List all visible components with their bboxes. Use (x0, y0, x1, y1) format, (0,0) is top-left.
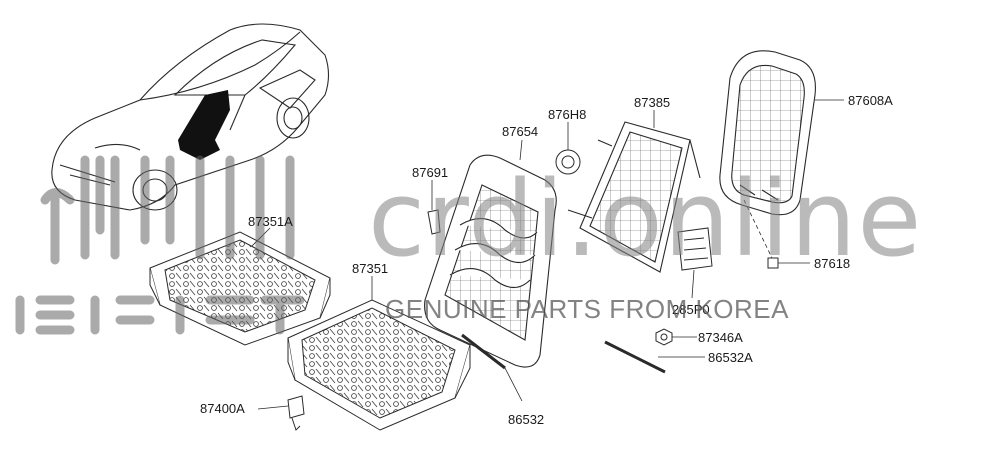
car-illustration (51, 23, 330, 211)
label-87618: 87618 (814, 256, 851, 271)
leader-lines (251, 99, 844, 410)
knob-876h8 (555, 149, 581, 175)
rod-86532 (461, 333, 506, 370)
seat-track-87351a (149, 231, 331, 346)
label-87351: 87351 (352, 261, 389, 276)
label-876h8: 876H8 (548, 107, 587, 122)
module-285p0 (677, 227, 713, 271)
label-86532a: 86532A (708, 350, 753, 365)
label-87351a: 87351A (248, 214, 293, 229)
label-87608a: 87608A (848, 93, 893, 108)
label-87654: 87654 (502, 124, 539, 139)
highlighted-seat (178, 90, 230, 160)
label-87400a: 87400A (200, 401, 245, 416)
label-86532: 86532 (508, 412, 545, 427)
back-cover-87608a (719, 50, 816, 216)
seat-track-87351 (287, 299, 471, 431)
label-87691: 87691 (412, 165, 449, 180)
label-87346a: 87346A (698, 330, 743, 345)
watermark-tagline: GENUINE PARTS FROM KOREA (385, 294, 789, 324)
panel-87385 (567, 121, 701, 273)
nut-87346a (655, 328, 673, 346)
rod-86532a (604, 340, 666, 374)
watermark-logo-icon (15, 155, 305, 335)
clip-87691 (427, 209, 441, 235)
bracket-87400a (287, 395, 305, 431)
label-87385: 87385 (634, 95, 671, 110)
backrest-frame-87654 (424, 154, 557, 368)
label-285p0: 285P0 (672, 302, 710, 317)
watermark-brand: crdi.online (368, 158, 923, 280)
